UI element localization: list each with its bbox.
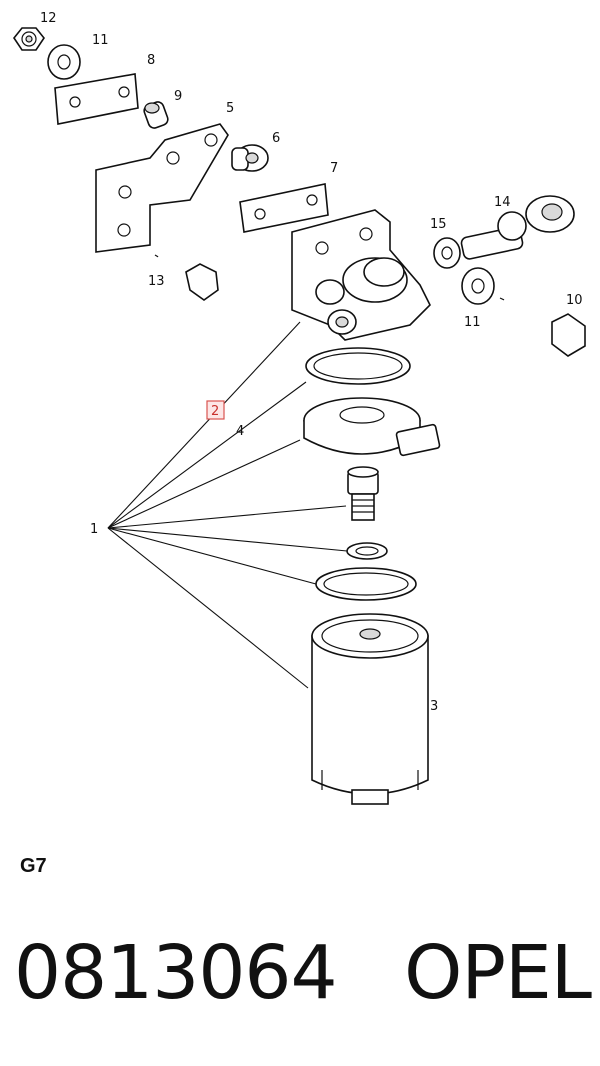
part-grommet [231,144,269,172]
callout-6: 6 [272,131,280,146]
callout-9: 9 [174,89,182,104]
part-number: 0813064 [14,930,338,1016]
callout-13: 13 [148,274,165,289]
brand-name: OPEL [404,930,592,1016]
callout-2: 2 [211,404,219,419]
callout-5: 5 [226,101,234,116]
part-seal-ring-upper [305,347,411,385]
callout-3: 3 [430,699,438,714]
callout-1: 1 [90,522,98,537]
part-filter-cartridge [311,613,429,805]
callout-10: 10 [566,293,583,308]
part-seal-small [346,542,388,560]
callout-11-top: 11 [92,33,109,48]
part-spacer-sleeve [143,101,169,129]
part-washer-15 [433,237,461,269]
part-adapter-ring [303,397,441,457]
part-filter-head [291,209,431,341]
callout-4: 4 [236,424,244,439]
part-bolt-small [154,254,219,301]
callout-8: 8 [147,53,155,68]
part-banjo-bolt [460,195,575,260]
part-plate-top [54,73,139,125]
callout-15: 15 [430,217,447,232]
footer-part-info: 0813064 OPEL [14,930,592,1016]
part-hex-nut [13,27,45,51]
callout-11-right: 11 [464,315,481,330]
part-seal-ring-lower [315,567,417,601]
part-washer-right [461,267,495,305]
leader-lines [107,321,348,689]
exploded-parts-diagram: 12 11 8 9 5 6 7 13 15 14 11 10 2 4 1 3 [13,11,586,805]
group-code-label: G7 [20,855,47,877]
part-mounting-bracket [95,123,229,253]
part-bolt-large [499,296,586,357]
callout-2-highlight [206,400,225,420]
callout-14: 14 [494,195,511,210]
part-plate-middle [239,183,329,233]
part-threaded-nipple [347,466,379,521]
part-washer-top [47,44,81,80]
callout-7: 7 [330,161,338,176]
callout-12: 12 [40,11,57,26]
